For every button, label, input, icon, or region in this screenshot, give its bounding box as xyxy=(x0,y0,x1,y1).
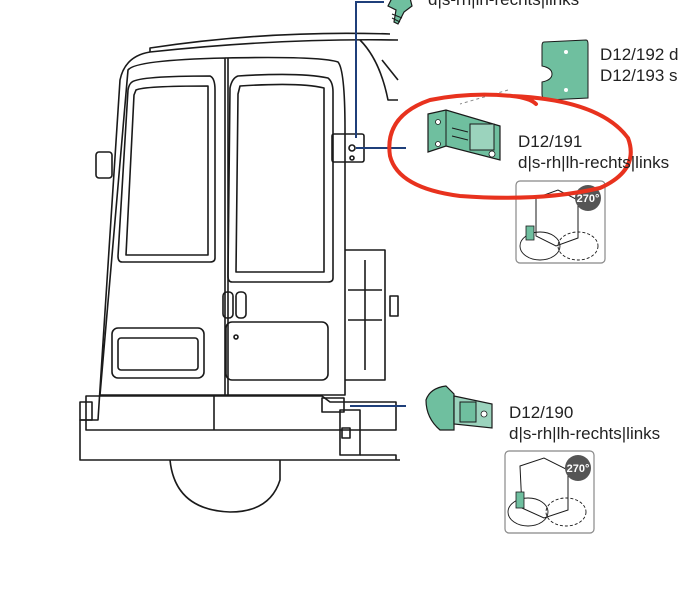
opening-angle-label-lower: 270° xyxy=(567,463,590,475)
upper-hinge-side-label: d|s-rh|lh-rechts|links xyxy=(518,153,670,172)
opening-angle-label-upper: 270° xyxy=(577,193,600,205)
lower-hinge-part-image xyxy=(425,385,493,431)
lower-hinge-code-label: D12/190 xyxy=(509,403,574,422)
lower-hinge-side-label: d|s-rh|lh-rechts|links xyxy=(509,424,661,443)
opening-badge-lower xyxy=(565,455,591,481)
screw-part-side-label: d|s-rh|lh-rechts|links xyxy=(428,0,579,10)
cover-plate-code-label: D12/192 d xyxy=(600,45,679,64)
upper-hinge-code-label: D12/191 xyxy=(518,132,583,151)
leader-lines xyxy=(350,1,509,407)
cover-plate-code-label-2: D12/193 s xyxy=(600,66,678,85)
opening-angle-box-lower: 270° xyxy=(504,450,595,534)
highlight-circle-annotation xyxy=(387,92,633,200)
opening-angle-box-upper: 270° xyxy=(515,180,606,264)
van-rear-view xyxy=(79,32,400,513)
upper-hinge-part-image xyxy=(427,109,501,161)
cover-plate-part-image xyxy=(541,39,589,101)
screw-part-image xyxy=(387,0,413,25)
